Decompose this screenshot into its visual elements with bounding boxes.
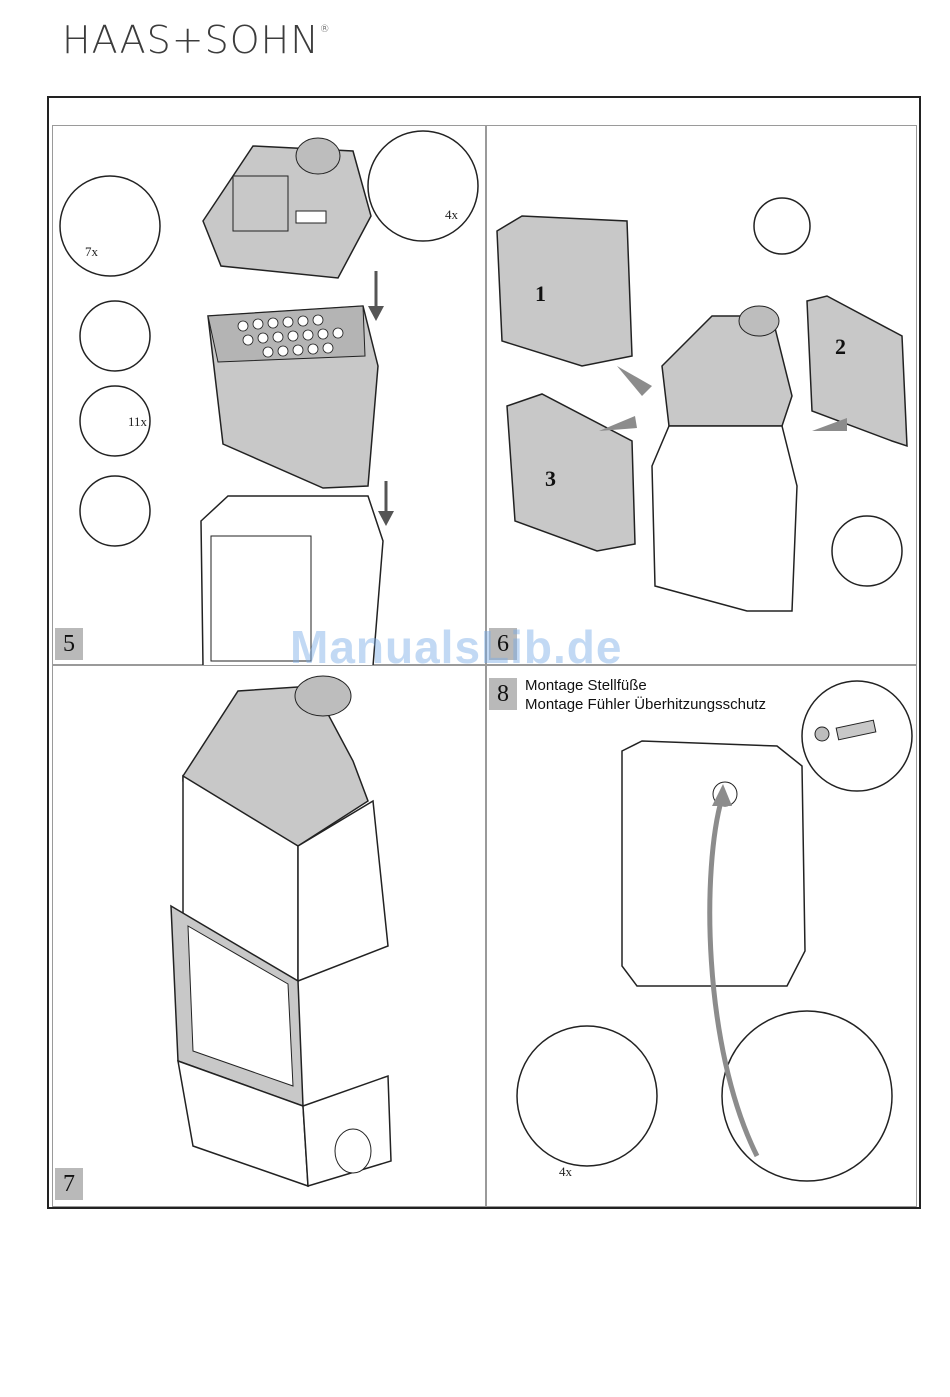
callout-4x: 4x — [445, 207, 459, 222]
panel-8: 8 Montage Stellfüße Montage Fühler Überh… — [486, 665, 917, 1207]
panel-7-drawing — [53, 666, 487, 1208]
brand-logo: HAAS+SOHN® — [62, 18, 331, 62]
callout-11x: 11x — [128, 414, 148, 429]
panel-7-number: 7 — [55, 1168, 83, 1200]
callout-4x-feet: 4x — [559, 1164, 573, 1179]
part-2-label: 2 — [835, 334, 846, 359]
panel-6: 1 2 3 6 — [486, 125, 917, 665]
part-1-label: 1 — [535, 281, 546, 306]
panel-6-drawing: 1 2 3 — [487, 126, 918, 666]
panel-5-drawing: 7x 4x 11x — [53, 126, 487, 666]
panel-7: 7 — [52, 665, 486, 1207]
part-3-label: 3 — [545, 466, 556, 491]
callout-7x: 7x — [85, 244, 99, 259]
panel-8-drawing: 4x — [487, 666, 918, 1208]
panel-5-number: 5 — [55, 628, 83, 660]
panel-5: 7x 4x 11x 5 — [52, 125, 486, 665]
watermark: ManualsLib.de — [290, 620, 622, 674]
